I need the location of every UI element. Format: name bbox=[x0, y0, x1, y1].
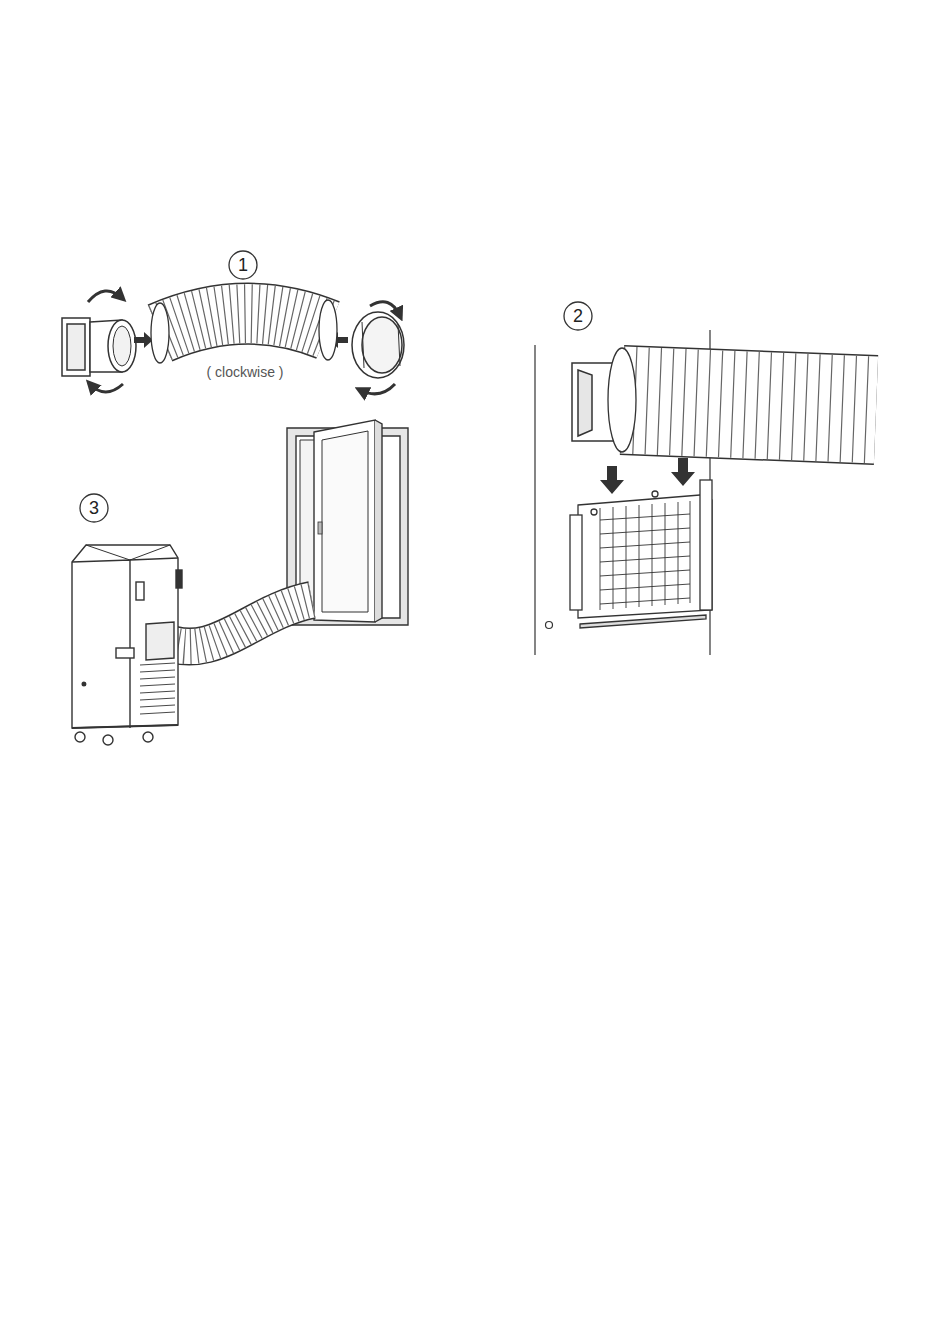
callout-number: 1 bbox=[238, 256, 248, 274]
wall-grille bbox=[570, 480, 712, 628]
unit-hose bbox=[160, 600, 312, 647]
down-arrows bbox=[600, 458, 695, 494]
wall-hose bbox=[608, 348, 876, 452]
callout-circle bbox=[564, 302, 592, 330]
callout-circle bbox=[229, 251, 257, 279]
callout-number: 3 bbox=[89, 499, 99, 517]
note-text: ( clockwise ) bbox=[206, 365, 283, 379]
window-adapter bbox=[62, 318, 136, 376]
callout-circle bbox=[80, 494, 108, 522]
hose bbox=[151, 300, 337, 363]
air-conditioner bbox=[72, 545, 182, 745]
hose-ring bbox=[352, 312, 404, 378]
callout-number: 2 bbox=[573, 307, 583, 325]
